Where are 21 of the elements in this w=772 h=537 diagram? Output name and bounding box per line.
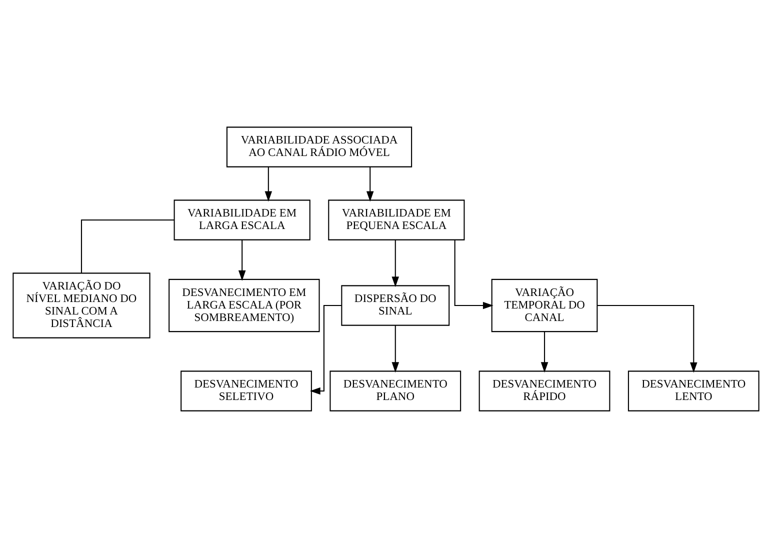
connector [80,218,174,273]
arrow [366,166,374,202]
node-box: VARIABILIDADE ASSOCIADA AO CANAL RÁDIO MÓVEL [226,126,412,167]
node-box: DESVANECIMENTO RÁPIDO [478,370,610,411]
node-box: DESVANECIMENTO EM LARGA ESCALA (POR SOMBREAMENTO) [168,278,320,332]
arrow [238,239,246,280]
arrow [264,166,272,202]
node-box: VARIABILIDADE EM PEQUENA ESCALA [328,199,465,240]
arrow [598,304,698,372]
arrow [392,324,400,372]
node-box: VARIAÇÃO DO NÍVEL MEDIANO DO SINAL COM A DISTÂNCIA [12,272,150,338]
node-box: DESVANECIMENTO LENTO [628,370,760,411]
node-box: DESVANECIMENTO SELETIVO [180,370,312,411]
arrow [454,239,494,309]
arrow [310,304,342,394]
node-box: VARIAÇÃO TEMPORAL DO CANAL [491,278,598,332]
node-box: DISPERSÃO DO SINAL [341,284,450,326]
node-box: VARIABILIDADE EM LARGA ESCALA [174,199,310,240]
arrow [392,239,400,287]
arrow [540,331,548,372]
node-box: DESVANECIMENTO PLANO [330,370,462,411]
